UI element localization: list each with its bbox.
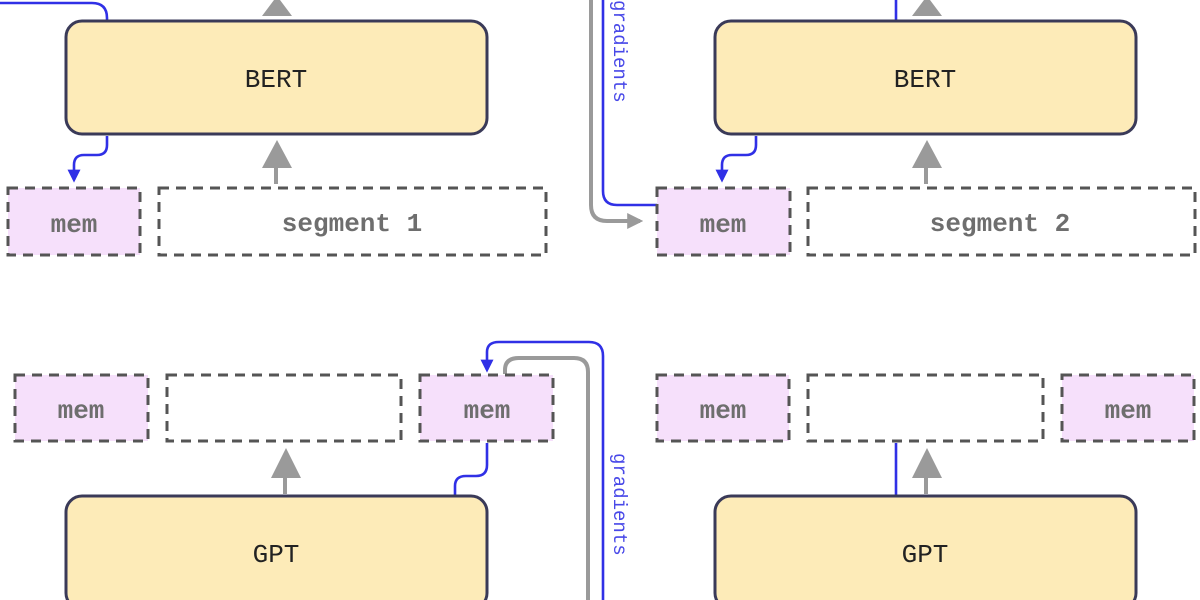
gradients-label: gradients (608, 453, 630, 556)
blue-gradient-line (453, 443, 489, 496)
up-arrow-icon (262, 140, 292, 168)
segment-box (157, 186, 548, 257)
segment-box (806, 373, 1045, 443)
up-arrow-icon (262, 0, 292, 16)
bert-model-label: BERT (245, 65, 307, 95)
top-left-panel: BERT mem segment 1 (0, 0, 548, 257)
gray-forward-arrow (589, 0, 644, 229)
mem-label: mem (58, 396, 105, 426)
mem-label: mem (51, 210, 98, 240)
blue-gradient-line (480, 340, 605, 600)
up-arrow-icon (912, 448, 942, 478)
mem-box (655, 186, 792, 257)
mem-label: mem (700, 210, 747, 240)
gpt-model-box (64, 494, 489, 600)
mem-box (418, 373, 555, 443)
mem-box (1060, 373, 1196, 443)
up-arrow-icon (912, 0, 942, 16)
blue-gradient-line (715, 136, 758, 183)
mem-label: mem (464, 396, 511, 426)
gpt-model-label: GPT (253, 540, 300, 570)
blue-gradient-line (601, 0, 660, 207)
bottom-right-panel: mem mem GPT (655, 373, 1196, 600)
bottom-left-panel: gradients mem mem GPT (13, 340, 630, 600)
blue-gradient-line (67, 136, 109, 183)
blue-gradient-line (0, 1, 109, 22)
gpt-model-box (713, 494, 1138, 600)
segment-box (165, 373, 403, 443)
segment-label: segment 1 (282, 209, 422, 239)
gpt-model-label: GPT (902, 540, 949, 570)
segment-box (806, 186, 1197, 257)
mem-box (6, 186, 142, 257)
mem-box (13, 373, 150, 443)
segment-label: segment 2 (930, 209, 1070, 239)
gray-forward-arrow (503, 356, 590, 600)
mem-label: mem (1105, 396, 1152, 426)
top-right-panel: gradients BERT mem segment 2 (589, 0, 1197, 257)
bert-model-box (713, 19, 1138, 136)
gradients-label: gradients (608, 0, 630, 103)
up-arrow-icon (271, 448, 301, 478)
up-arrow-icon (912, 140, 942, 168)
mem-box (655, 373, 791, 443)
bert-model-label: BERT (894, 65, 956, 95)
mem-label: mem (700, 396, 747, 426)
bert-model-box (64, 19, 489, 136)
